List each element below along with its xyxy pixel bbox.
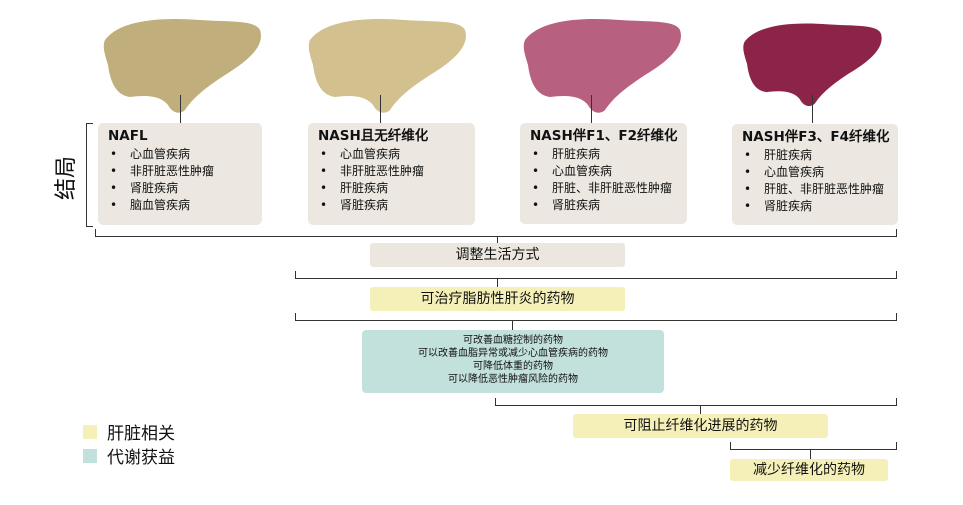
bracket-advanced-fibrosis — [730, 442, 897, 450]
legend-label: 肝脏相关 — [107, 424, 175, 444]
liver-icon — [523, 19, 681, 113]
outcome-item: 心血管疾病 — [742, 164, 892, 181]
metabolic-drugs-box: 可改善血糖控制的药物 可以改善血脂异常或减少心血管疾病的药物 可降低体重的药物 … — [362, 330, 664, 393]
outcome-item: 非肝脏恶性肿瘤 — [108, 163, 256, 180]
outcome-item: 脑血管疾病 — [108, 197, 256, 214]
nash-drugs-box: 可治疗脂肪性肝炎的药物 — [370, 287, 625, 311]
legend-label: 代谢获益 — [107, 448, 175, 468]
metabolic-item: 可改善血糖控制的药物 — [463, 335, 563, 346]
connector — [591, 95, 592, 123]
outcome-item: 肾脏疾病 — [742, 198, 892, 215]
reduce-fibrosis-box: 减少纤维化的药物 — [730, 459, 888, 481]
stage-title: NASH伴F1、F2纤维化 — [530, 128, 678, 144]
liver-icon — [308, 19, 466, 113]
outcome-item: 肝脏、非肝脏恶性肿瘤 — [530, 180, 681, 197]
lifestyle-box: 调整生活方式 — [370, 243, 625, 267]
stage-title: NASH伴F3、F4纤维化 — [742, 129, 890, 145]
stage-card-nafl: NAFL 心血管疾病非肝脏恶性肿瘤肾脏疾病脑血管疾病 — [98, 123, 262, 225]
bracket-nash-stages — [295, 271, 897, 279]
outcome-item: 肝脏疾病 — [530, 146, 681, 163]
anti-progression-box: 可阻止纤维化进展的药物 — [573, 414, 828, 438]
legend-liver: 肝脏相关 — [83, 419, 175, 444]
stage-card-nash-f3-f4: NASH伴F3、F4纤维化 肝脏疾病心血管疾病肝脏、非肝脏恶性肿瘤肾脏疾病 — [732, 124, 898, 225]
outcome-item: 心血管疾病 — [530, 163, 681, 180]
outcome-item: 肝脏疾病 — [318, 180, 469, 197]
outcome-item: 非肝脏恶性肿瘤 — [318, 163, 469, 180]
metabolic-item: 可降低体重的药物 — [473, 361, 553, 372]
stage-title: NASH且无纤维化 — [318, 128, 429, 144]
bracket-fibrosis — [495, 398, 897, 406]
legend-swatch — [83, 424, 97, 439]
outcome-item: 肝脏疾病 — [742, 147, 892, 164]
outcome-item: 肝脏、非肝脏恶性肿瘤 — [742, 181, 892, 198]
legend-swatch — [83, 448, 97, 463]
connector — [180, 95, 181, 123]
bracket-metabolic — [295, 313, 897, 321]
metabolic-item: 可以改善血脂异常或减少心血管疾病的药物 — [418, 348, 608, 359]
metabolic-item: 可以降低恶性肿瘤风险的药物 — [448, 374, 578, 385]
stage-title: NAFL — [108, 128, 148, 144]
outcome-item: 肾脏疾病 — [108, 180, 256, 197]
bracket-all-stages — [95, 229, 897, 237]
outcome-item: 肾脏疾病 — [530, 197, 681, 214]
legend-metabolic: 代谢获益 — [83, 443, 175, 468]
outcome-item: 心血管疾病 — [108, 146, 256, 163]
liver-illustrations — [103, 19, 882, 113]
outcome-bracket — [86, 123, 93, 227]
outcome-item: 肾脏疾病 — [318, 197, 469, 214]
connector — [812, 95, 813, 123]
liver-icon — [743, 23, 882, 106]
connector — [380, 95, 381, 123]
outcome-label: 结局 — [54, 155, 80, 201]
stage-card-nash-no-fibrosis: NASH且无纤维化 心血管疾病非肝脏恶性肿瘤肝脏疾病肾脏疾病 — [308, 123, 475, 225]
liver-icon — [103, 19, 261, 113]
outcome-item: 心血管疾病 — [318, 146, 469, 163]
stage-card-nash-f1-f2: NASH伴F1、F2纤维化 肝脏疾病心血管疾病肝脏、非肝脏恶性肿瘤肾脏疾病 — [520, 123, 687, 224]
